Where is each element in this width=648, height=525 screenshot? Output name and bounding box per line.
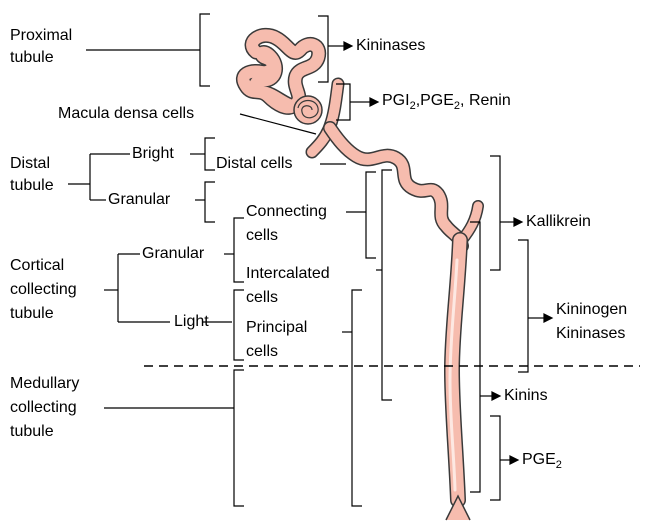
label-granular-distal: Granular (108, 190, 170, 210)
label-cortical-1: Cortical (10, 256, 64, 276)
label-pgi2-pge2-renin: PGI2,PGE2, Renin (382, 91, 511, 111)
label-bright: Bright (132, 144, 174, 164)
label-distal-tubule-2: tubule (10, 176, 54, 196)
label-light: Light (174, 312, 209, 332)
label-principal-cells-1: Principal (246, 318, 307, 338)
label-intercalated-cells-2: cells (246, 288, 278, 308)
label-cortical-3: tubule (10, 304, 54, 324)
label-intercalated-cells-1: Intercalated (246, 264, 330, 284)
label-connecting-cells-2: cells (246, 226, 278, 246)
label-distal-tubule-1: Distal (10, 154, 50, 174)
label-medullary-2: collecting (10, 398, 77, 418)
label-connecting-cells-1: Connecting (246, 202, 327, 222)
label-macula-densa: Macula densa cells (58, 104, 194, 124)
label-kallikrein: Kallikrein (526, 212, 591, 232)
label-distal-cells: Distal cells (216, 154, 292, 174)
label-kininogen: Kininogen (556, 300, 627, 320)
duct-fork-shape (446, 496, 470, 520)
label-kinins: Kinins (504, 386, 548, 406)
label-principal-cells-2: cells (246, 342, 278, 362)
label-medullary-1: Medullary (10, 374, 79, 394)
label-cortical-2: collecting (10, 280, 77, 300)
pge-text: ,PGE (416, 92, 454, 109)
pge2-text: PGE (522, 451, 556, 468)
label-kininases-top: Kininases (356, 36, 425, 56)
label-kininases-bottom: Kininases (556, 324, 625, 344)
distal-tubule-fill (330, 128, 462, 246)
label-pge2: PGE2 (522, 450, 562, 470)
label-proximal-tubule-2: tubule (10, 48, 54, 68)
label-proximal-tubule-1: Proximal (10, 26, 72, 46)
renin-text: , Renin (460, 92, 511, 109)
pge2-sub: 2 (556, 459, 562, 471)
label-granular-cortical: Granular (142, 244, 204, 264)
label-medullary-3: tubule (10, 422, 54, 442)
pgi-text: PGI (382, 92, 410, 109)
